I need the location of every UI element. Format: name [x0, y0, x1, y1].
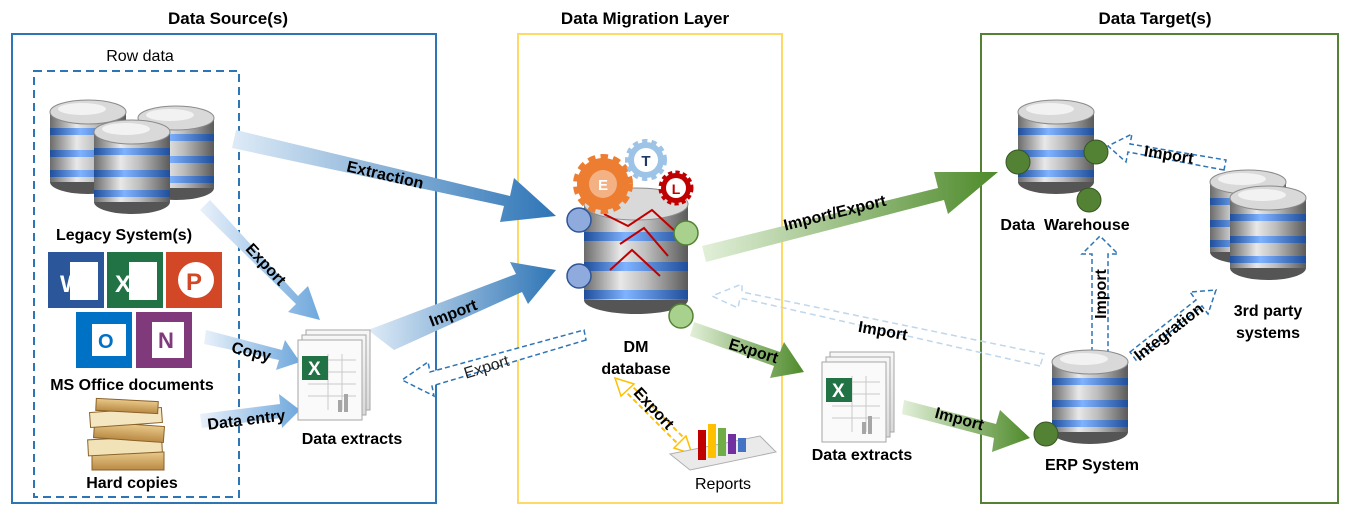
reports-chart-icon — [668, 424, 778, 471]
powerpoint-icon: P — [166, 252, 222, 308]
erp-system-icon — [1033, 349, 1129, 447]
svg-text:L: L — [672, 181, 681, 197]
extraction-arrow: Extraction — [232, 130, 556, 222]
svg-text:X: X — [115, 271, 131, 298]
legacy-db-icon — [49, 99, 215, 215]
source-panel — [11, 33, 437, 504]
import-vertical-label: Import — [1093, 268, 1110, 318]
export-back-arrow: Export — [400, 329, 587, 398]
third-party-db-icon — [1209, 169, 1307, 281]
raw-data-label: Row data — [106, 48, 174, 65]
outlook-icon: O — [76, 312, 132, 368]
target-excel-extracts-icon — [821, 351, 895, 443]
reports-label: Reports — [695, 476, 751, 493]
import-vertical-arrow: Import — [1080, 234, 1120, 353]
import-erp-arrow: Import — [902, 400, 1030, 452]
import-erp-label: Import — [933, 405, 986, 434]
data-warehouse-icon — [1005, 99, 1109, 213]
hard-copies-icon — [87, 397, 166, 471]
office-documents-label: MS Office documents — [50, 377, 214, 394]
export-extracts-arrow: Export — [690, 322, 804, 378]
etl-gears-icon: E T L — [573, 139, 694, 214]
extraction-arrow-label: Extraction — [345, 159, 425, 193]
excel-icon: X — [107, 252, 163, 308]
hard-copies-label: Hard copies — [86, 475, 178, 492]
target-heading: Data Target(s) — [1098, 9, 1211, 28]
data-entry-arrow: Data entry — [200, 394, 300, 434]
raw-data-group — [33, 70, 240, 498]
copy-arrow-label: Copy — [230, 340, 273, 366]
gear-t-icon: T — [625, 139, 667, 181]
gear-e-icon: E — [573, 154, 633, 214]
source-excel-extracts-icon — [297, 329, 371, 421]
legacy-systems-label: Legacy System(s) — [56, 227, 192, 244]
svg-text:E: E — [598, 177, 608, 194]
export-reports-label: Export — [630, 385, 677, 434]
integration-arrow: Integration — [1128, 289, 1218, 365]
erp-system-label: ERP System — [1045, 457, 1139, 474]
gear-l-icon: L — [658, 170, 694, 206]
dm-database-label-line1: DM — [624, 339, 649, 356]
import-dashed-label: Import — [857, 319, 910, 345]
dm-database-icon — [566, 187, 699, 329]
data-warehouse-label: Data Warehouse — [1000, 217, 1129, 234]
third-party-label-line2: systems — [1236, 325, 1300, 342]
svg-text:T: T — [641, 153, 650, 170]
source-extracts-label: Data extracts — [302, 431, 403, 448]
dm-database-label-line2: database — [601, 361, 670, 378]
third-party-label-line1: 3rd party — [1234, 303, 1303, 320]
export-legacy-label: Export — [242, 241, 289, 290]
office-icons: W X P O N — [48, 252, 222, 368]
svg-text:W: W — [60, 271, 83, 298]
word-icon: W — [48, 252, 104, 308]
onenote-icon: N — [136, 312, 192, 368]
integration-label: Integration — [1131, 300, 1207, 364]
target-extracts-label: Data extracts — [812, 447, 913, 464]
copy-arrow: Copy — [204, 330, 300, 370]
export-extracts-label: Export — [727, 336, 781, 367]
import-warehouse-label: Import — [1143, 143, 1195, 168]
svg-text:N: N — [158, 328, 174, 353]
export-reports-arrow: Export — [613, 376, 694, 456]
data-entry-label: Data entry — [207, 407, 287, 433]
import-export-arrow: Import/Export — [702, 172, 998, 262]
svg-text:P: P — [186, 269, 202, 296]
import-warehouse-arrow: Import — [1106, 132, 1227, 171]
target-panel — [980, 33, 1339, 504]
svg-text:O: O — [98, 331, 114, 353]
import-dm-arrow: Import — [368, 262, 556, 350]
source-heading: Data Source(s) — [168, 9, 288, 28]
migration-heading: Data Migration Layer — [561, 9, 730, 28]
